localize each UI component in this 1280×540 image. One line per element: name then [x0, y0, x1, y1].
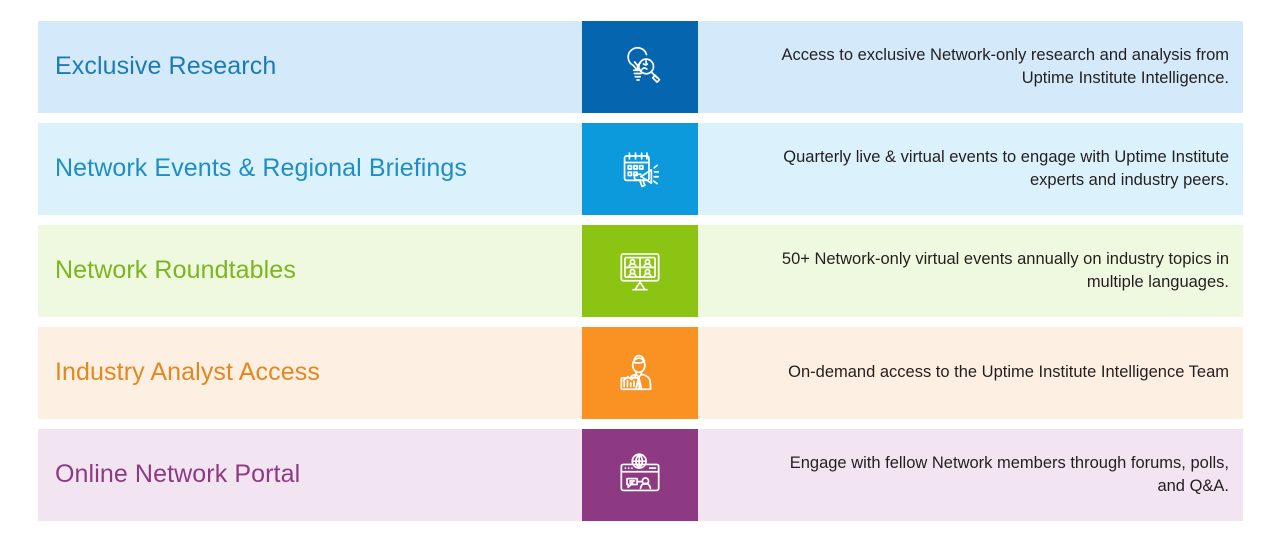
benefit-title-cell: Network Roundtables — [38, 225, 582, 317]
benefit-row: Network Roundtables 50+ Network-on — [38, 225, 1243, 317]
benefit-title-cell: Network Events & Regional Briefings — [38, 123, 582, 215]
benefit-description: Access to exclusive Network-only researc… — [781, 45, 1229, 87]
benefit-description-cell: Engage with fellow Network members throu… — [698, 429, 1243, 521]
benefit-title: Online Network Portal — [55, 460, 301, 489]
benefit-icon-tile — [582, 327, 698, 419]
benefit-icon-tile — [582, 225, 698, 317]
benefits-table: Exclusive Research Access to exclusive N… — [38, 21, 1243, 531]
benefit-description-cell: 50+ Network-only virtual events annually… — [698, 225, 1243, 317]
benefit-description: Quarterly live & virtual events to engag… — [783, 147, 1229, 189]
benefit-row: Industry Analyst Access On-demand access… — [38, 327, 1243, 419]
lightbulb-magnifier-icon — [627, 46, 661, 83]
benefit-title: Network Events & Regional Briefings — [55, 154, 468, 183]
benefit-title: Network Roundtables — [55, 256, 296, 285]
video-conference-monitor-icon — [620, 253, 660, 291]
benefit-description: Engage with fellow Network members throu… — [789, 453, 1229, 495]
calendar-megaphone-icon — [623, 152, 660, 188]
benefit-title: Exclusive Research — [55, 52, 277, 81]
benefit-icon-tile — [582, 123, 698, 215]
benefit-title-cell: Industry Analyst Access — [38, 327, 582, 419]
benefit-icon-tile — [582, 429, 698, 521]
benefit-description-cell: Access to exclusive Network-only researc… — [698, 21, 1243, 113]
benefit-title-cell: Online Network Portal — [38, 429, 582, 521]
benefit-row: Network Events & Regional Briefings Quar… — [38, 123, 1243, 215]
browser-globe-profile-icon — [620, 453, 660, 492]
benefit-description-cell: On-demand access to the Uptime Institute… — [698, 327, 1243, 419]
benefit-description-cell: Quarterly live & virtual events to engag… — [698, 123, 1243, 215]
benefit-description: On-demand access to the Uptime Institute… — [788, 363, 1229, 382]
benefit-row: Exclusive Research Access to exclusive N… — [38, 21, 1243, 113]
analyst-chart-person-icon — [620, 354, 652, 391]
benefit-icon-tile — [582, 21, 698, 113]
benefit-description: 50+ Network-only virtual events annually… — [781, 249, 1229, 291]
benefit-row: Online Network Portal Engage with fellow… — [38, 429, 1243, 521]
benefit-title: Industry Analyst Access — [55, 358, 320, 387]
benefit-title-cell: Exclusive Research — [38, 21, 582, 113]
